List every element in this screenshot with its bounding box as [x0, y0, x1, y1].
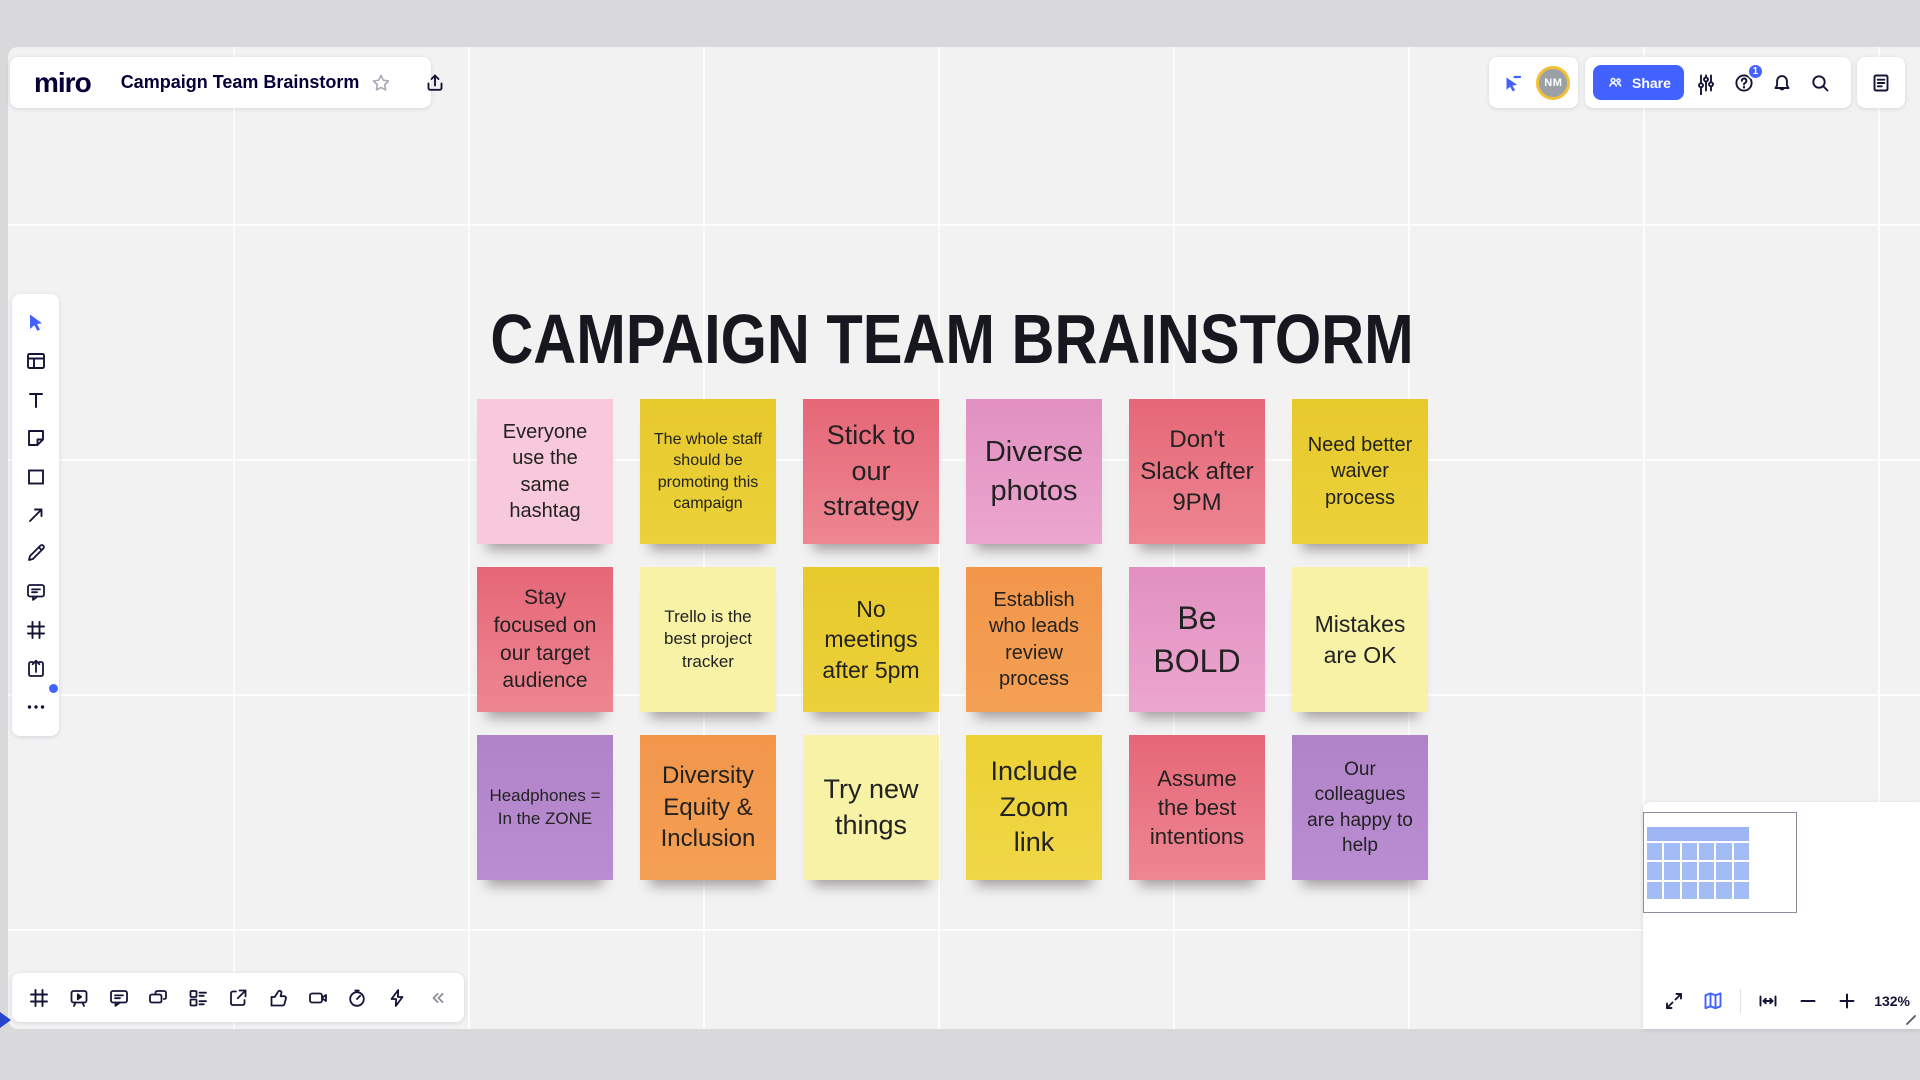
- sticky-note-text: Everyone use the same hashtag: [502, 420, 588, 522]
- favorite-star-icon[interactable]: [369, 67, 393, 99]
- sticky-note-text: Need better waiver process: [1307, 433, 1413, 509]
- comments-icon[interactable]: [103, 982, 135, 1014]
- resize-grip[interactable]: [1904, 1013, 1918, 1027]
- more-tools-icon[interactable]: [20, 683, 58, 723]
- sticky-note-text: Trello is the best project tracker: [664, 606, 752, 671]
- app-header-right: Share 1: [1585, 57, 1851, 108]
- sticky-note-text: Establish who leads review process: [988, 588, 1080, 690]
- sticky-note-text: Our colleagues are happy to help: [1307, 759, 1413, 856]
- pen-icon[interactable]: [20, 537, 52, 569]
- zoom-out-icon[interactable]: [1793, 985, 1823, 1017]
- sticky-notes-grid: Everyone use the same hashtag The whole …: [477, 399, 1428, 880]
- board-heading[interactable]: CAMPAIGN TEAM BRAINSTORM: [490, 300, 1414, 378]
- export-icon[interactable]: [423, 67, 447, 99]
- sticky-note[interactable]: Diverse photos: [966, 399, 1102, 544]
- zoom-controls: 132%: [1643, 981, 1920, 1021]
- sticky-note[interactable]: Don't Slack after 9PM: [1129, 399, 1265, 544]
- sticky-note-text: Headphones = In the ZONE: [489, 786, 601, 828]
- sticky-note-text: Include Zoom link: [990, 756, 1078, 858]
- miro-logo[interactable]: miro: [34, 66, 92, 98]
- sticky-note-text: Be BOLD: [1153, 600, 1241, 679]
- sticky-note-text: Diverse photos: [984, 436, 1084, 507]
- frames-icon[interactable]: [23, 982, 55, 1014]
- notes-icon[interactable]: [1865, 67, 1897, 99]
- video-call-icon[interactable]: [302, 982, 334, 1014]
- sticky-note[interactable]: Everyone use the same hashtag: [477, 399, 613, 544]
- settings-sliders-icon[interactable]: [1690, 67, 1722, 99]
- presentation-icon[interactable]: [63, 982, 95, 1014]
- shape-icon[interactable]: [20, 461, 52, 493]
- zoom-level[interactable]: 132%: [1874, 993, 1911, 1009]
- collaborator-cursor: [0, 1012, 11, 1028]
- collapse-icon[interactable]: [421, 982, 453, 1014]
- notifications-bell-icon[interactable]: [1766, 67, 1798, 99]
- fit-width-icon[interactable]: [1753, 985, 1783, 1017]
- expand-icon[interactable]: [1659, 985, 1689, 1017]
- sticky-note[interactable]: Our colleagues are happy to help: [1292, 735, 1428, 880]
- sticky-note[interactable]: No meetings after 5pm: [803, 567, 939, 712]
- sticky-note[interactable]: Establish who leads review process: [966, 567, 1102, 712]
- collaboration-toolbar: [12, 973, 464, 1022]
- sticky-note-text: Diversity Equity & Inclusion: [660, 761, 756, 853]
- sticky-note[interactable]: The whole staff should be promoting this…: [640, 399, 776, 544]
- minimap-content: [1647, 827, 1749, 899]
- select-cursor-icon[interactable]: [20, 307, 52, 339]
- frame-icon[interactable]: [20, 614, 52, 646]
- sticky-note[interactable]: Mistakes are OK: [1292, 567, 1428, 712]
- sticky-note[interactable]: Stick to our strategy: [803, 399, 939, 544]
- sticky-note-text: Stay focused on our target audience: [493, 586, 597, 693]
- upload-icon[interactable]: [20, 653, 52, 685]
- notification-dot: [48, 683, 58, 693]
- app-header-left: miro Campaign Team Brainstorm: [10, 57, 443, 108]
- minimap-toggle-icon[interactable]: [1699, 985, 1729, 1017]
- sticky-note[interactable]: Need better waiver process: [1292, 399, 1428, 544]
- zoom-in-icon[interactable]: [1833, 985, 1863, 1017]
- sticky-note[interactable]: Be BOLD: [1129, 567, 1265, 712]
- sticky-note-text: No meetings after 5pm: [822, 595, 920, 683]
- sticky-note-text: The whole staff should be promoting this…: [653, 431, 763, 512]
- sticky-note-text: Mistakes are OK: [1314, 611, 1406, 668]
- sticky-note[interactable]: Include Zoom link: [966, 735, 1102, 880]
- arrow-icon[interactable]: [20, 499, 52, 531]
- text-icon[interactable]: [20, 384, 52, 416]
- avatar[interactable]: NM: [1536, 65, 1571, 100]
- sticky-note-text: Try new things: [823, 773, 919, 840]
- sticky-note-text: Assume the best intentions: [1149, 765, 1245, 850]
- people-icon: [1609, 77, 1622, 87]
- creation-toolbar: [12, 294, 59, 736]
- comment-icon[interactable]: [20, 576, 52, 608]
- sticky-note[interactable]: Trello is the best project tracker: [640, 567, 776, 712]
- follow-cursor-icon[interactable]: [1497, 67, 1529, 99]
- notes-panel: [1857, 57, 1905, 108]
- sticky-note[interactable]: Try new things: [803, 735, 939, 880]
- reactions-icon[interactable]: [262, 982, 294, 1014]
- collaborators-panel: NM: [1489, 57, 1578, 108]
- help-icon[interactable]: 1: [1728, 62, 1764, 99]
- share-button[interactable]: Share: [1593, 65, 1684, 100]
- board-canvas[interactable]: CAMPAIGN TEAM BRAINSTORM Everyone use th…: [8, 47, 1920, 1029]
- sticky-note[interactable]: Headphones = In the ZONE: [477, 735, 613, 880]
- energy-icon[interactable]: [381, 982, 413, 1014]
- minimap-panel: 132%: [1643, 802, 1920, 1029]
- sticky-note[interactable]: Assume the best intentions: [1129, 735, 1265, 880]
- help-badge: 1: [1746, 62, 1764, 80]
- open-share-icon[interactable]: [222, 982, 254, 1014]
- templates-icon[interactable]: [20, 345, 52, 377]
- board-title[interactable]: Campaign Team Brainstorm: [120, 72, 360, 92]
- timer-icon[interactable]: [341, 982, 373, 1014]
- sticky-note[interactable]: Stay focused on our target audience: [477, 567, 613, 712]
- sticky-note[interactable]: Diversity Equity & Inclusion: [640, 735, 776, 880]
- minimap[interactable]: [1643, 812, 1797, 913]
- sticky-note-text: Stick to our strategy: [822, 420, 920, 522]
- cards-icon[interactable]: [182, 982, 214, 1014]
- search-icon[interactable]: [1804, 67, 1836, 99]
- share-label: Share: [1632, 74, 1671, 91]
- sticky-note-icon[interactable]: [20, 422, 52, 454]
- sticky-note-text: Don't Slack after 9PM: [1140, 425, 1254, 517]
- divider: [1740, 989, 1742, 1013]
- chat-icon[interactable]: [142, 982, 174, 1014]
